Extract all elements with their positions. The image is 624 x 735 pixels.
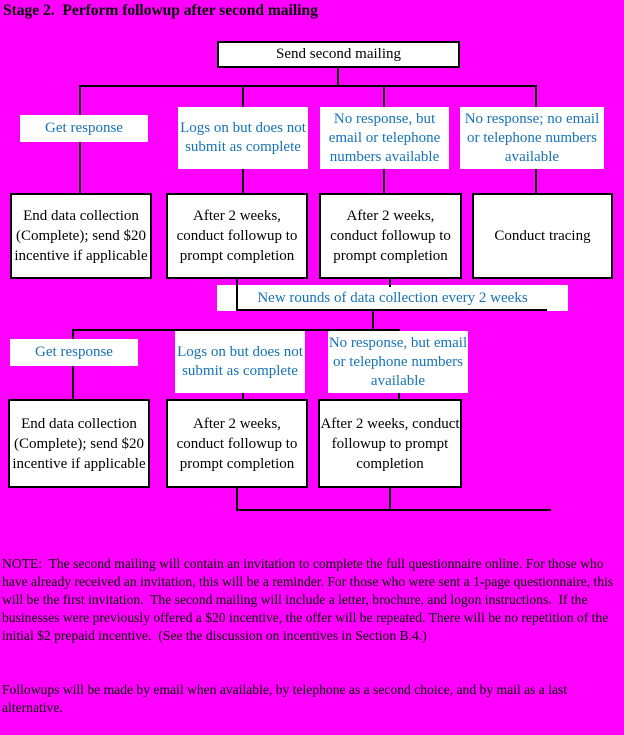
flow-action-end-data-collection-2: End data collection (Complete); send $20… xyxy=(8,399,150,488)
footnotes: NOTE: The second mailing will contain an… xyxy=(2,519,623,735)
flow-action-followup-2weeks-1b: After 2 weeks, conduct followup to promp… xyxy=(319,193,462,279)
connector-line xyxy=(337,67,339,86)
connector-line xyxy=(236,509,551,511)
connector-line xyxy=(72,330,74,340)
flow-branch-logs-on-2: Logs on but does not submit as complete xyxy=(175,331,305,393)
flow-action-conduct-tracing: Conduct tracing xyxy=(472,193,613,279)
followup-paragraph: Followups will be made by email when ava… xyxy=(2,682,571,715)
connector-line xyxy=(383,86,385,108)
flow-branch-no-response-contact-available-2: No response, but email or telephone numb… xyxy=(328,331,468,393)
flow-branch-get-response-2: Get response xyxy=(10,339,138,366)
flow-branch-logs-on-1: Logs on but does not submit as complete xyxy=(178,107,308,169)
connector-line xyxy=(236,278,238,311)
connector-line xyxy=(72,329,400,331)
connector-line xyxy=(383,169,385,195)
flow-branch-no-response-no-contact: No response; no email or telephone numbe… xyxy=(460,107,604,169)
connector-line xyxy=(389,488,391,511)
flow-action-followup-2weeks-2a: After 2 weeks, conduct followup to promp… xyxy=(166,399,308,488)
connector-line xyxy=(79,142,81,195)
connector-line xyxy=(242,393,244,400)
connector-line xyxy=(372,311,374,331)
flow-action-followup-2weeks-1a: After 2 weeks, conduct followup to promp… xyxy=(166,193,308,279)
connector-line xyxy=(389,278,391,287)
connector-line xyxy=(79,86,81,116)
flow-branch-no-response-contact-available-1: No response, but email or telephone numb… xyxy=(320,107,449,169)
flow-action-followup-2weeks-2b: After 2 weeks, conduct followup to promp… xyxy=(318,399,462,488)
flow-branch-get-response-1: Get response xyxy=(20,115,148,142)
flow-loop-band: New rounds of data collection every 2 we… xyxy=(217,285,568,311)
connector-line xyxy=(242,169,244,195)
connector-line xyxy=(72,366,74,400)
connector-line xyxy=(236,488,238,511)
flowchart-page: { "title": "Stage 2. Perform followup af… xyxy=(2,2,614,715)
connector-line xyxy=(535,86,537,108)
note-paragraph: NOTE: The second mailing will contain an… xyxy=(2,556,617,643)
page-title: Stage 2. Perform followup after second m… xyxy=(3,2,318,19)
connector-line xyxy=(535,169,537,195)
connector-line xyxy=(398,393,400,400)
connector-line xyxy=(79,85,537,87)
connector-line xyxy=(242,86,244,108)
flow-box-send-second-mailing: Send second mailing xyxy=(217,41,460,68)
connector-line xyxy=(237,309,547,311)
flow-action-end-data-collection-1: End data collection (Complete); send $20… xyxy=(10,193,152,279)
